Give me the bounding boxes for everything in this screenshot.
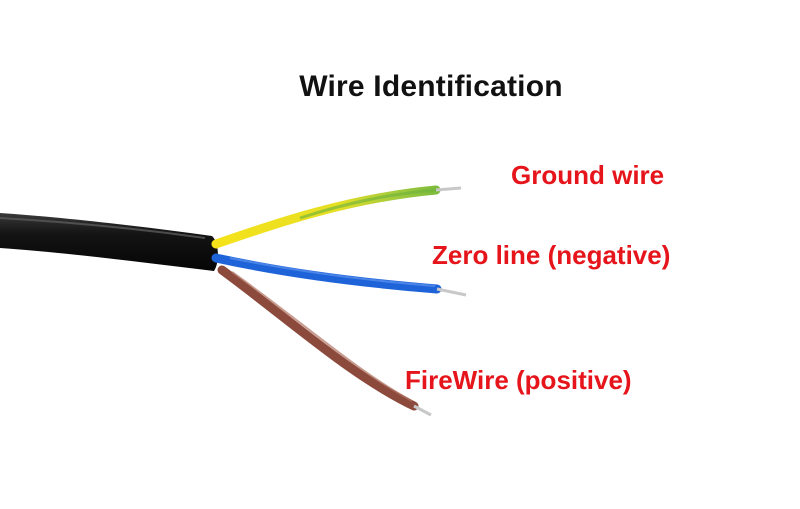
fire-wire-highlight: [231, 271, 413, 402]
ground-wire-green-stripe: [299, 188, 437, 220]
jacket-highlight: [0, 217, 206, 239]
fire-wire: [217, 265, 419, 411]
ground-wire: [211, 185, 441, 249]
fire-wire-conductor: [413, 404, 432, 417]
diagram-title: Wire Identification: [299, 70, 563, 103]
zero-wire: [211, 253, 442, 294]
zero-line-label: Zero line (negative): [432, 240, 671, 270]
ground-wire-conductor: [435, 186, 462, 192]
cable-jacket: [0, 213, 218, 271]
zero-wire-highlight: [229, 257, 436, 287]
zero-wire-conductor: [436, 287, 467, 297]
firewire-label: FireWire (positive): [405, 365, 632, 395]
ground-wire-label: Ground wire: [511, 160, 665, 190]
